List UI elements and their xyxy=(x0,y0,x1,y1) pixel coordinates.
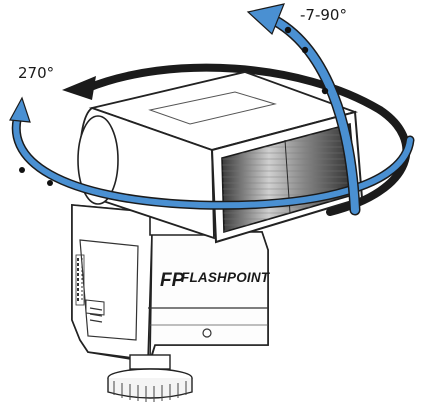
swivel-arrow-head xyxy=(62,76,96,100)
swivel-angle-label: 270° xyxy=(18,64,54,82)
brand-logo-mark: FP xyxy=(160,270,185,291)
band-dot xyxy=(47,180,53,186)
band-arrow-head xyxy=(9,96,31,123)
tilt-dot xyxy=(321,87,329,95)
screw-hole xyxy=(202,328,212,338)
hot-shoe-foot xyxy=(107,354,193,402)
swivel-arrow-back xyxy=(84,63,384,114)
band-dot xyxy=(19,167,25,173)
tilt-dot xyxy=(284,26,292,34)
tilt-arrow-head xyxy=(246,3,285,36)
tilt-angle-label: -7-90° xyxy=(300,6,347,24)
tilt-dot xyxy=(301,46,309,54)
brand-name: FLASHPOINT xyxy=(181,270,271,285)
flash-body xyxy=(71,204,269,364)
